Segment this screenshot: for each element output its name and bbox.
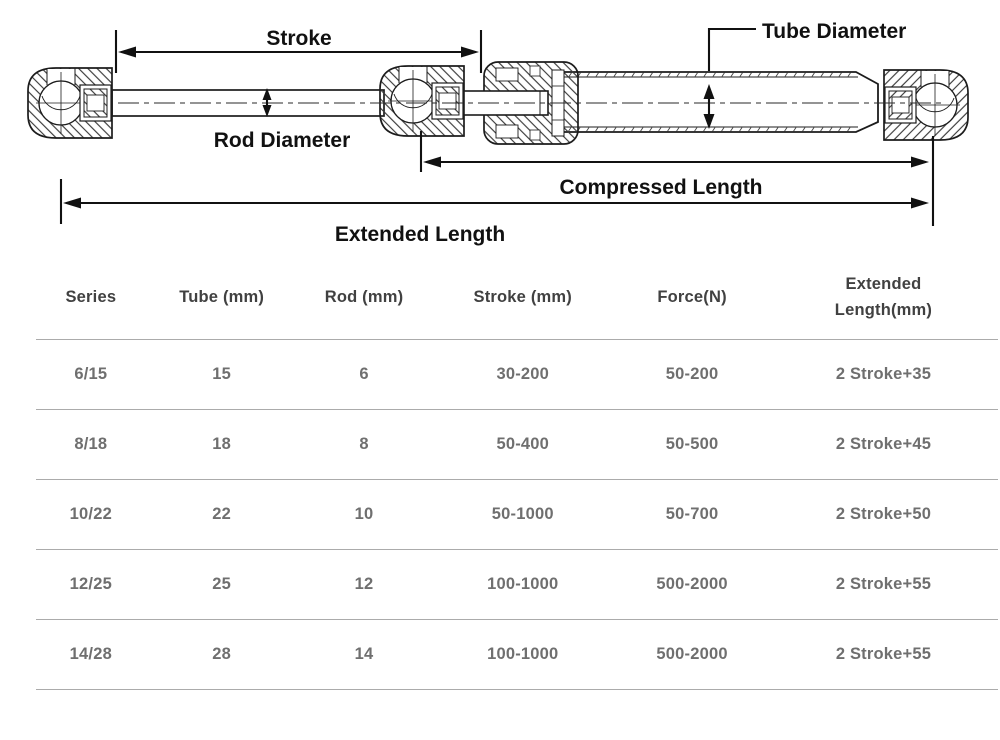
header-rod: Rod (mm) xyxy=(324,287,404,306)
cell-series: 14/28 xyxy=(69,645,112,663)
table-row: 6/15 15 6 30-200 50-200 2 Stroke+35 xyxy=(36,340,998,410)
cell-extended: 2 Stroke+45 xyxy=(835,435,932,453)
stroke-dimension-label: Stroke xyxy=(266,27,331,50)
cell-rod: 12 xyxy=(354,575,374,593)
cell-force: 500-2000 xyxy=(656,575,728,593)
rod-end-eyelet xyxy=(379,65,465,137)
cell-tube: 25 xyxy=(212,575,232,593)
cell-stroke: 100-1000 xyxy=(487,575,559,593)
extended-length-label: Extended Length xyxy=(335,223,505,246)
table-row: 10/22 22 10 50-1000 50-700 2 Stroke+50 xyxy=(36,480,998,550)
right-eyelet xyxy=(883,69,969,141)
cell-rod: 10 xyxy=(354,505,374,523)
cell-tube: 15 xyxy=(212,365,232,383)
cell-extended: 2 Stroke+55 xyxy=(835,575,932,593)
compressed-length-label: Compressed Length xyxy=(559,176,762,199)
table-row: 14/28 28 14 100-1000 500-2000 2 Stroke+5… xyxy=(36,620,998,690)
cell-force: 50-500 xyxy=(665,435,719,453)
cell-extended: 2 Stroke+35 xyxy=(835,365,932,383)
cell-rod: 14 xyxy=(354,645,374,663)
cell-stroke: 50-400 xyxy=(496,435,550,453)
table-header-row: Series Tube (mm) Rod (mm) Stroke (mm) Fo… xyxy=(36,255,998,340)
rod-diameter-label: Rod Diameter xyxy=(214,129,351,152)
cell-tube: 18 xyxy=(212,435,232,453)
cell-series: 12/25 xyxy=(69,575,112,593)
cell-series: 10/22 xyxy=(69,505,112,523)
cell-force: 50-700 xyxy=(665,505,719,523)
header-tube: Tube (mm) xyxy=(179,287,265,306)
cell-tube: 22 xyxy=(212,505,232,523)
gas-spring-diagram: Stroke Tube Diameter Rod Diameter Compre… xyxy=(0,0,1000,255)
cell-rod: 6 xyxy=(359,365,369,383)
cell-series: 8/18 xyxy=(74,435,108,453)
table-row: 8/18 18 8 50-400 50-500 2 Stroke+45 xyxy=(36,410,998,480)
gas-spring-cross-section-drawing: Stroke Tube Diameter Rod Diameter Compre… xyxy=(27,20,969,246)
dimension-lines xyxy=(59,27,935,226)
header-extended-length: Extended Length(mm) xyxy=(834,274,933,319)
cell-force: 500-2000 xyxy=(656,645,728,663)
cell-stroke: 100-1000 xyxy=(487,645,559,663)
header-series: Series xyxy=(65,287,117,306)
header-stroke: Stroke (mm) xyxy=(473,287,572,306)
cell-force: 50-200 xyxy=(665,365,719,383)
cell-extended: 2 Stroke+50 xyxy=(835,505,932,523)
tube-diameter-label: Tube Diameter xyxy=(762,20,906,43)
cell-stroke: 50-1000 xyxy=(491,505,554,523)
cell-extended: 2 Stroke+55 xyxy=(835,645,932,663)
spec-table: Series Tube (mm) Rod (mm) Stroke (mm) Fo… xyxy=(36,255,998,690)
tube-body xyxy=(557,71,879,133)
header-force: Force(N) xyxy=(657,287,727,306)
left-eyelet xyxy=(27,67,113,139)
table-row: 12/25 25 12 100-1000 500-2000 2 Stroke+5… xyxy=(36,550,998,620)
cell-tube: 28 xyxy=(212,645,232,663)
cell-stroke: 30-200 xyxy=(496,365,550,383)
cell-series: 6/15 xyxy=(74,365,108,383)
cell-rod: 8 xyxy=(359,435,369,453)
